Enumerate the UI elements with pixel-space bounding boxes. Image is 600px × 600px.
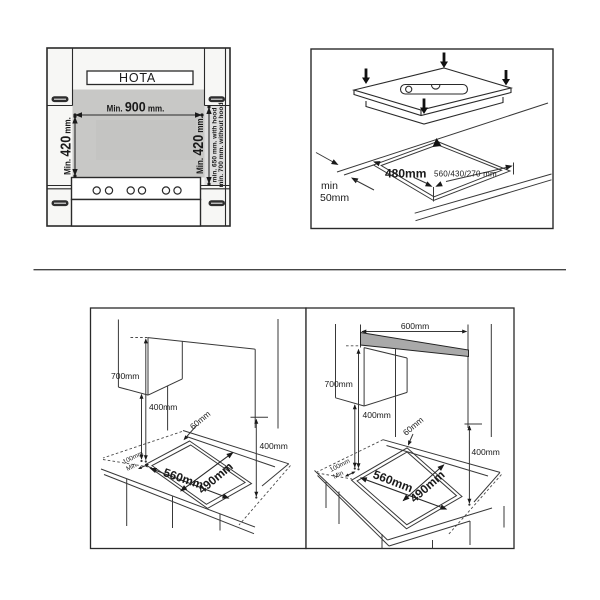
svg-text:700mm: 700mm xyxy=(111,371,139,381)
svg-text:Min: Min xyxy=(125,462,138,473)
svg-text:50mm: 50mm xyxy=(320,192,349,204)
svg-text:Min. 420 mm.: Min. 420 mm. xyxy=(190,116,206,174)
svg-text:Min. 900 mm.: Min. 900 mm. xyxy=(107,99,165,115)
svg-text:400mm: 400mm xyxy=(472,447,500,457)
svg-text:HOTA: HOTA xyxy=(119,71,156,85)
svg-text:min. 700 mm. without hood: min. 700 mm. without hood xyxy=(218,103,225,188)
svg-text:Min. 420 mm.: Min. 420 mm. xyxy=(57,117,73,175)
svg-text:min: min xyxy=(321,180,338,192)
svg-text:400mm: 400mm xyxy=(149,402,177,412)
svg-text:min. 650 mm. with hood: min. 650 mm. with hood xyxy=(212,108,219,183)
svg-text:480mm: 480mm xyxy=(385,167,426,181)
svg-text:400mm: 400mm xyxy=(260,441,288,451)
svg-text:Min: Min xyxy=(332,470,345,481)
svg-text:700mm: 700mm xyxy=(325,379,353,389)
svg-text:400mm: 400mm xyxy=(363,410,391,420)
svg-text:600mm: 600mm xyxy=(401,321,429,331)
svg-text:560/430/270 mm: 560/430/270 mm xyxy=(434,169,497,178)
